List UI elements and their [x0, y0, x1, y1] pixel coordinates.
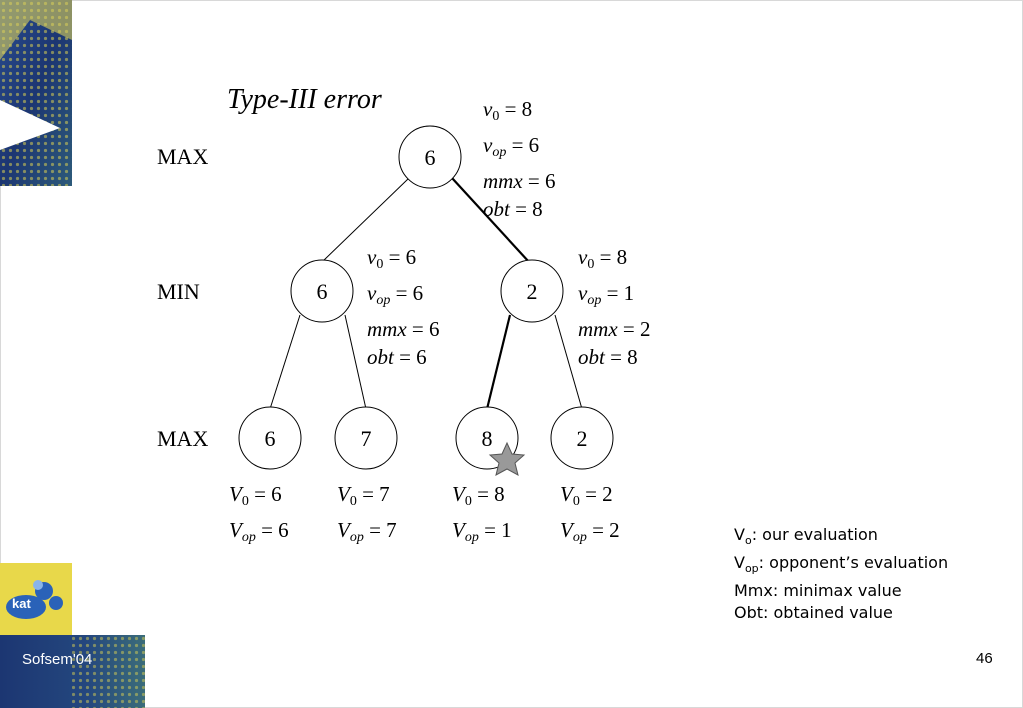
root-stats: v0 = 8 vop = 6 mmx = 6 obt = 8 [483, 97, 556, 221]
top-left-banner [0, 0, 72, 186]
level-label-max-top: MAX [157, 144, 209, 169]
edge-root-minleft [321, 177, 410, 263]
node-leaf-2: 7 [334, 406, 398, 470]
page-number: 46 [976, 650, 993, 667]
slide-title: Type-III error [227, 84, 382, 115]
leaf-1-stats: V0 = 6 Vop = 6 [229, 482, 289, 545]
edge-minleft-leaf1 [269, 314, 301, 410]
legend-mmx: Mmx: minimax value [734, 581, 902, 600]
min-left-stats: v0 = 6 vop = 6 mmx = 6 obt = 6 [367, 245, 440, 369]
edge-minleft-leaf2 [344, 314, 367, 410]
node-leaf-2-value: 7 [361, 426, 372, 451]
legend-vo: Vo: our evaluation [734, 525, 878, 547]
node-leaf-3-value: 8 [482, 426, 493, 451]
edge-minright-leaf4 [554, 314, 583, 410]
edge-minright-leaf3 [485, 314, 512, 410]
logo-box [0, 563, 72, 635]
legend: Vo: our evaluation Vop: opponent’s evalu… [734, 524, 948, 624]
leaf-2-stats: V0 = 7 Vop = 7 [337, 482, 397, 545]
legend-obt: Obt: obtained value [734, 603, 893, 622]
node-root: 6 [398, 125, 462, 189]
logo-text: kat [12, 596, 31, 611]
node-min-right-value: 2 [527, 279, 538, 304]
node-root-value: 6 [425, 145, 436, 170]
conference-label: Sofsem'04 [22, 651, 93, 668]
node-leaf-4-value: 2 [577, 426, 588, 451]
node-min-left: 6 [290, 259, 354, 323]
node-leaf-4: 2 [550, 406, 614, 470]
footer-banner [0, 635, 145, 708]
star-icon [488, 441, 526, 476]
node-leaf-1-value: 6 [265, 426, 276, 451]
node-min-left-value: 6 [317, 279, 328, 304]
level-label-max-bottom: MAX [157, 426, 209, 451]
leaf-4-stats: V0 = 2 Vop = 2 [560, 482, 620, 545]
edge-root-minright [451, 177, 530, 263]
node-min-right: 2 [500, 259, 564, 323]
level-label-min: MIN [157, 279, 200, 304]
node-leaf-1: 6 [238, 406, 302, 470]
leaf-3-stats: V0 = 8 Vop = 1 [452, 482, 512, 545]
legend-vop: Vop: opponent’s evaluation [734, 553, 949, 575]
min-right-stats: v0 = 8 vop = 1 mmx = 2 obt = 8 [578, 245, 651, 369]
